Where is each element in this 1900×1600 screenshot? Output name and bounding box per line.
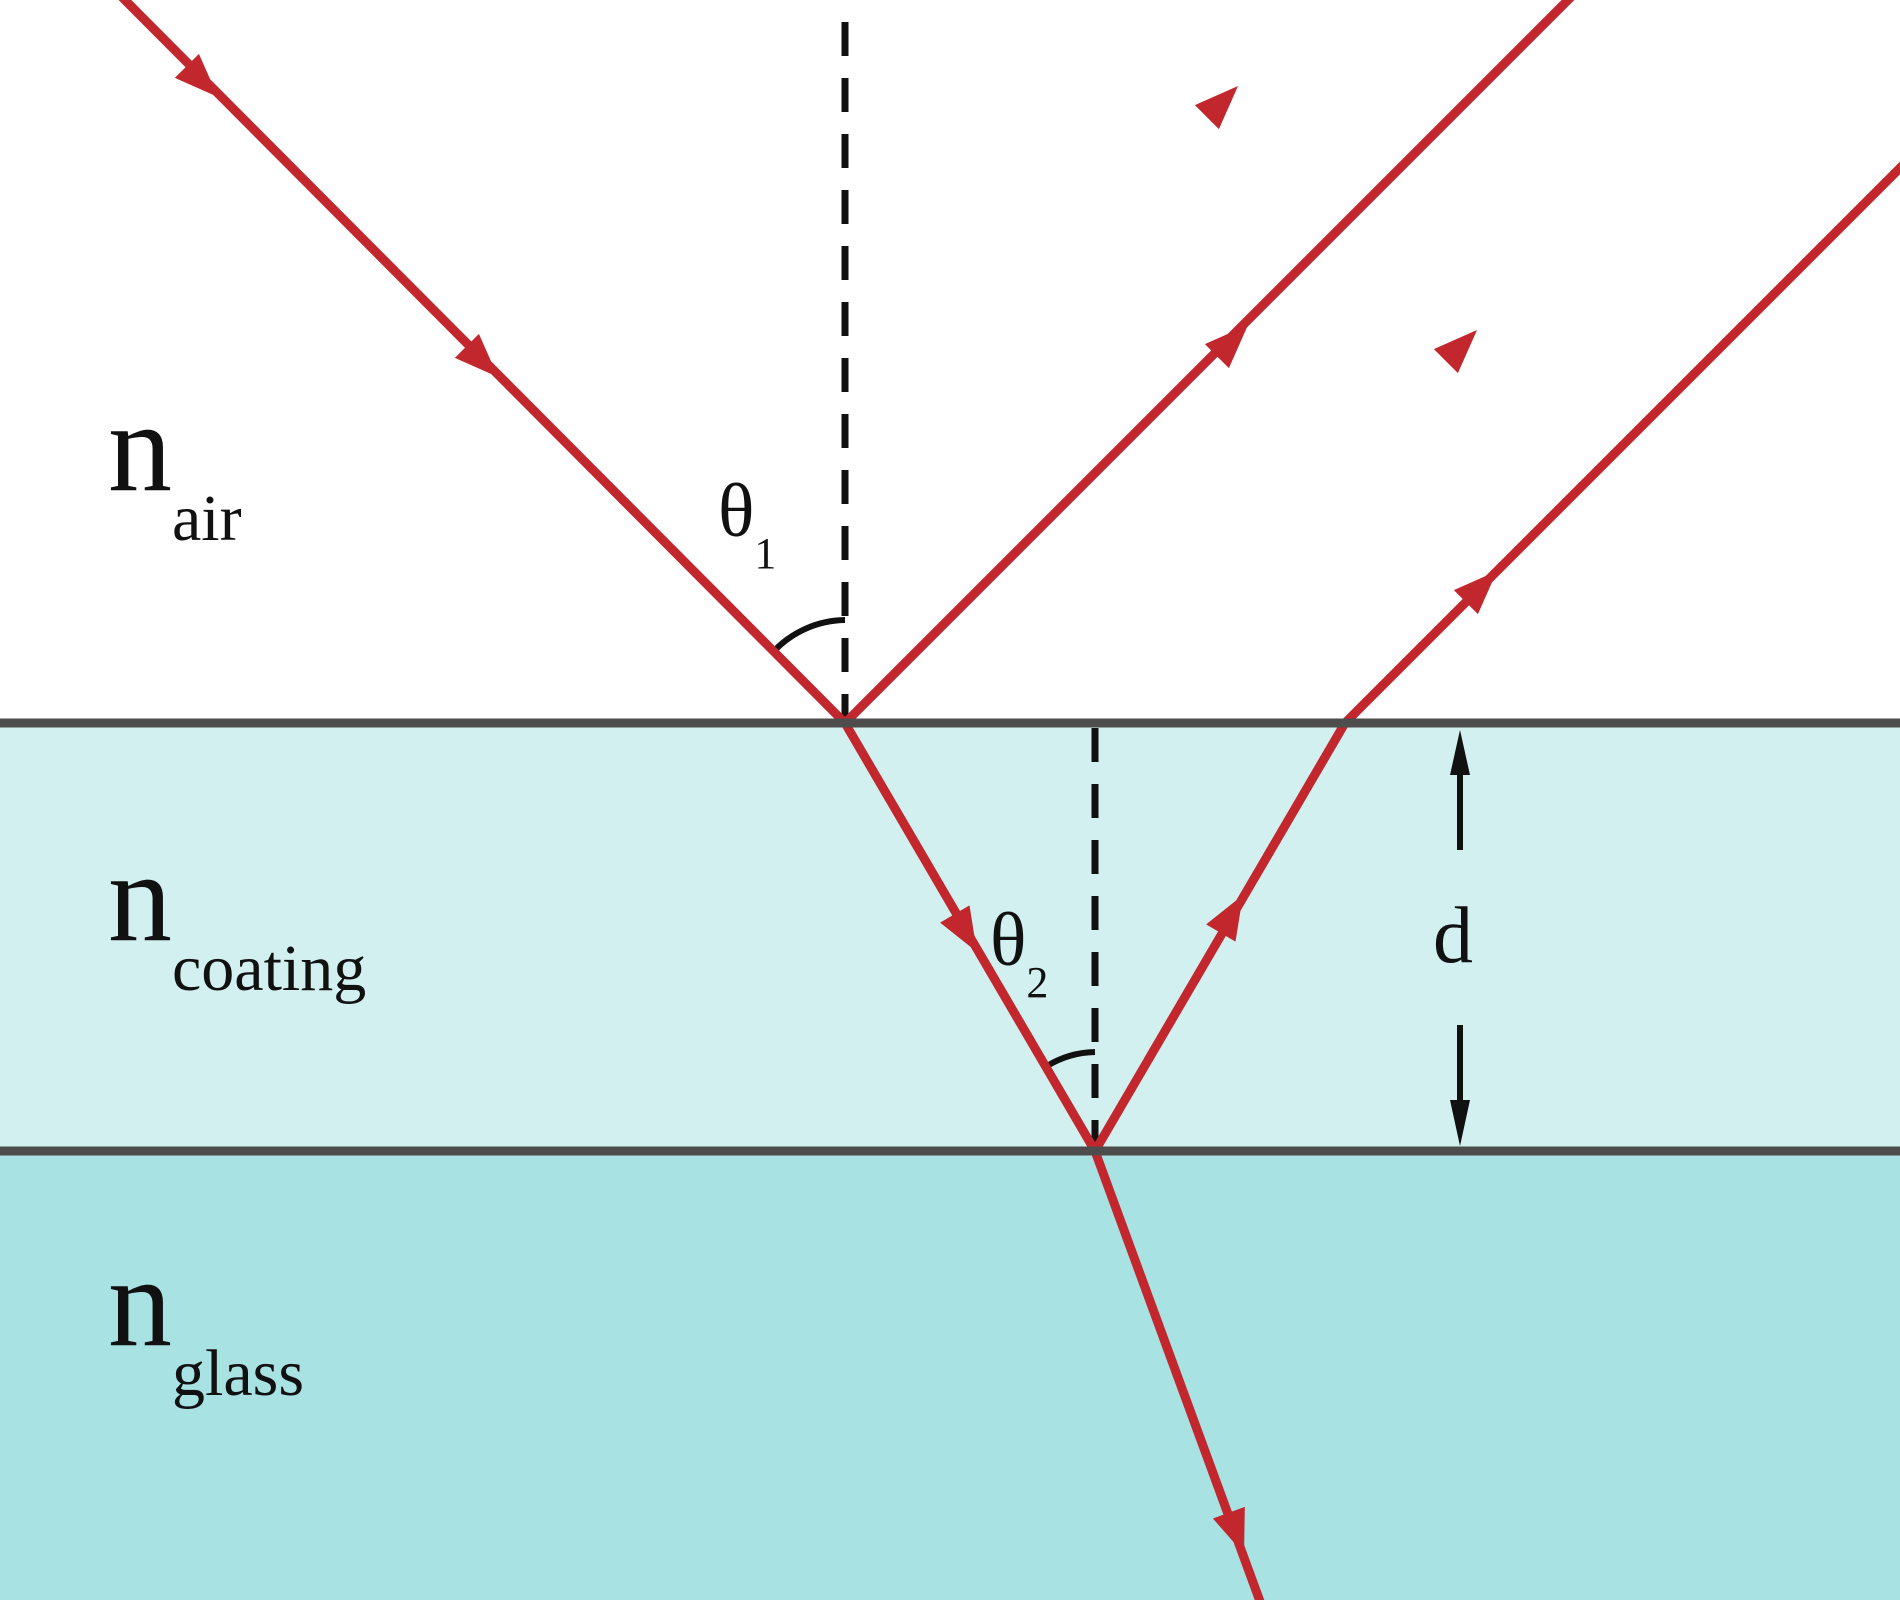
triangle-arrowhead-icon [1194, 86, 1238, 130]
triangle-arrowhead-icon [1212, 1506, 1245, 1554]
air-index-label: nair [108, 376, 242, 555]
n-symbol: n [108, 826, 172, 968]
thickness-double-headed-arrow-icon [1450, 730, 1470, 1146]
glass-region [0, 1151, 1900, 1600]
n-symbol: n [108, 376, 172, 518]
ray-arrowheads [174, 53, 1497, 1554]
reflected-ray-coating [1091, 720, 1349, 1154]
theta1-label: θ1 [718, 469, 776, 578]
theta-symbol: θ [718, 469, 754, 553]
triangle-arrowhead-icon [1206, 895, 1243, 942]
triangle-arrowhead-icon [1453, 571, 1497, 615]
coating-region [0, 723, 1900, 1151]
air-subscript: air [172, 482, 242, 555]
thickness-label: d [1433, 892, 1473, 980]
glass-index-label: nglass [108, 1231, 304, 1410]
angle-arc-theta2 [1045, 1049, 1096, 1069]
triangle-arrowhead-icon [940, 905, 977, 952]
theta1-subscript: 1 [754, 529, 776, 578]
glass-subscript: glass [172, 1337, 304, 1410]
triangle-arrowhead-icon [1433, 330, 1477, 374]
theta-symbol: θ [990, 898, 1026, 982]
triangle-arrowhead-icon [174, 53, 218, 97]
n-symbol: n [108, 1231, 172, 1373]
emerging-ray [1341, 161, 1900, 727]
theta2-label: θ2 [990, 898, 1048, 1007]
coating-subscript: coating [172, 932, 366, 1005]
arrow-up-icon [1450, 730, 1470, 775]
angle-arc-theta1 [772, 617, 846, 653]
arrow-down-icon [1450, 1100, 1470, 1146]
triangle-arrowhead-icon [1204, 325, 1248, 369]
theta2-subscript: 2 [1026, 958, 1048, 1007]
coating-index-label: ncoating [108, 826, 366, 1005]
triangle-arrowhead-icon [454, 333, 498, 377]
air-region [0, 0, 1900, 723]
